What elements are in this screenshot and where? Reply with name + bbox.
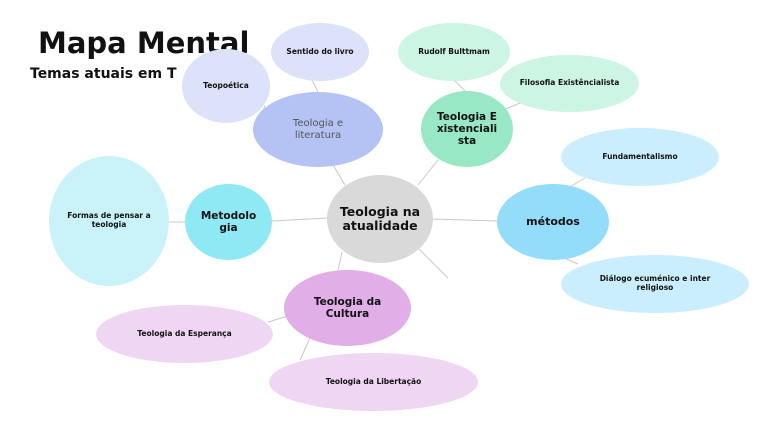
node-rudolf-bultmann[interactable]: Rudolf Bulttmam xyxy=(398,23,510,81)
node-teologia-existencialista-label: Teologia Existencialista xyxy=(436,110,498,148)
connector-center-metodos xyxy=(431,218,498,222)
connector-center-metodologia xyxy=(271,217,329,222)
connector-center-stub xyxy=(417,247,449,279)
node-sentido-livro-label: Sentido do livro xyxy=(286,46,354,56)
connector-cultura-esperanca xyxy=(267,315,289,323)
node-fundamentalismo-label: Fundamentalismo xyxy=(602,151,678,161)
node-teopoetica[interactable]: Teopoética xyxy=(182,49,270,123)
node-teologia-cultura[interactable]: Teologia da Cultura xyxy=(284,270,411,346)
connector-cultura-libertacao xyxy=(299,337,311,361)
node-teologia-cultura-label: Teologia da Cultura xyxy=(313,295,382,320)
node-metodos[interactable]: métodos xyxy=(497,184,609,260)
connector-existencialista-bultmann xyxy=(452,78,467,93)
node-teopoetica-label: Teopoética xyxy=(203,80,249,90)
node-formas-pensar-label: Formas de pensar a teologia xyxy=(67,211,151,229)
node-teologia-libertacao[interactable]: Teologia da Libertação xyxy=(269,353,478,411)
node-metodos-label: métodos xyxy=(526,214,580,228)
node-teologia-literatura-label: Teologia e literatura xyxy=(292,118,344,141)
connector-center-existencialista xyxy=(417,159,439,186)
node-formas-pensar[interactable]: Formas de pensar a teologia xyxy=(49,156,169,286)
node-metodologia[interactable]: Metodologia xyxy=(185,184,272,260)
node-teologia-libertacao-label: Teologia da Libertação xyxy=(325,376,422,386)
node-rudolf-bultmann-label: Rudolf Bulttmam xyxy=(418,46,490,56)
node-teologia-existencialista[interactable]: Teologia Existencialista xyxy=(421,91,513,167)
node-metodologia-label: Metodologia xyxy=(200,209,257,234)
node-fundamentalismo[interactable]: Fundamentalismo xyxy=(561,128,719,186)
node-center[interactable]: Teologia na atualidade xyxy=(327,175,433,263)
node-sentido-livro[interactable]: Sentido do livro xyxy=(271,23,369,81)
node-teologia-esperanca-label: Teologia da Esperança xyxy=(137,328,232,338)
node-teologia-esperanca[interactable]: Teologia da Esperança xyxy=(96,305,273,363)
node-center-label: Teologia na atualidade xyxy=(339,203,421,233)
node-dialogo-ecumenico[interactable]: Diálogo ecuménico e inter religioso xyxy=(561,255,749,313)
node-filosofia-existencialista-label: Filosofia Existêncialista xyxy=(519,78,620,88)
node-dialogo-ecumenico-label: Diálogo ecuménico e inter religioso xyxy=(599,274,711,292)
connector-center-cultura xyxy=(337,251,343,271)
connector-literatura-sentido xyxy=(311,79,319,93)
node-filosofia-existencialista[interactable]: Filosofia Existêncialista xyxy=(500,55,639,112)
node-teologia-literatura[interactable]: Teologia e literatura xyxy=(253,92,383,167)
page-subtitle: Temas atuais em T xyxy=(30,66,177,82)
